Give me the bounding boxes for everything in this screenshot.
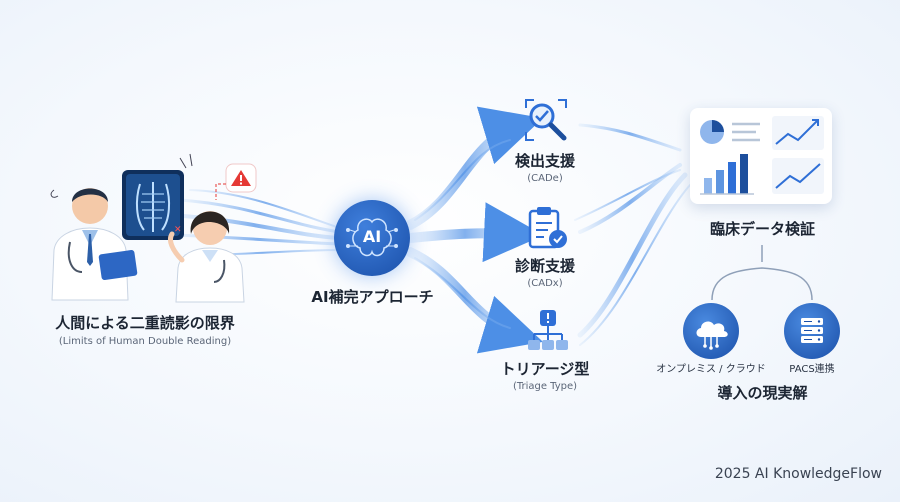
svg-text:✕: ✕: [174, 225, 182, 235]
center-title: AI補完アプローチ: [311, 288, 434, 306]
branch-diagnosis-subtitle: (CADx): [527, 278, 563, 289]
right-bottom-title: 導入の現実解: [717, 384, 808, 402]
left-title: 人間による二重読影の限界: [55, 314, 235, 332]
dashboard-card: [690, 108, 832, 204]
doctors-illustration: ✕: [50, 153, 257, 303]
branch-diagnosis-title: 診断支援: [514, 257, 575, 275]
magnifier-check-icon: [525, 99, 567, 141]
hierarchy-alert-icon: [528, 310, 568, 350]
cloud-icon: [683, 303, 739, 359]
clipboard-check-icon: [528, 207, 567, 249]
ai-icon-text: AI: [362, 227, 382, 246]
server-icon: [784, 303, 840, 359]
branch-detection-subtitle: (CADe): [527, 173, 563, 184]
option-pacs-label: PACS連携: [789, 364, 835, 375]
dashboard-chart-icon: [700, 116, 824, 195]
branch-triage-title: トリアージ型: [500, 360, 590, 378]
ai-brain-icon: AI: [334, 200, 410, 276]
branch-detection-title: 検出支援: [514, 152, 575, 170]
left-subtitle: (Limits of Human Double Reading): [58, 336, 232, 347]
footer-brand: 2025 AI KnowledgeFlow: [714, 466, 882, 482]
right-title: 臨床データ検証: [709, 220, 815, 238]
option-onprem-cloud-label: オンプレミス / クラウド: [656, 364, 766, 375]
branch-triage-subtitle: (Triage Type): [512, 381, 578, 392]
